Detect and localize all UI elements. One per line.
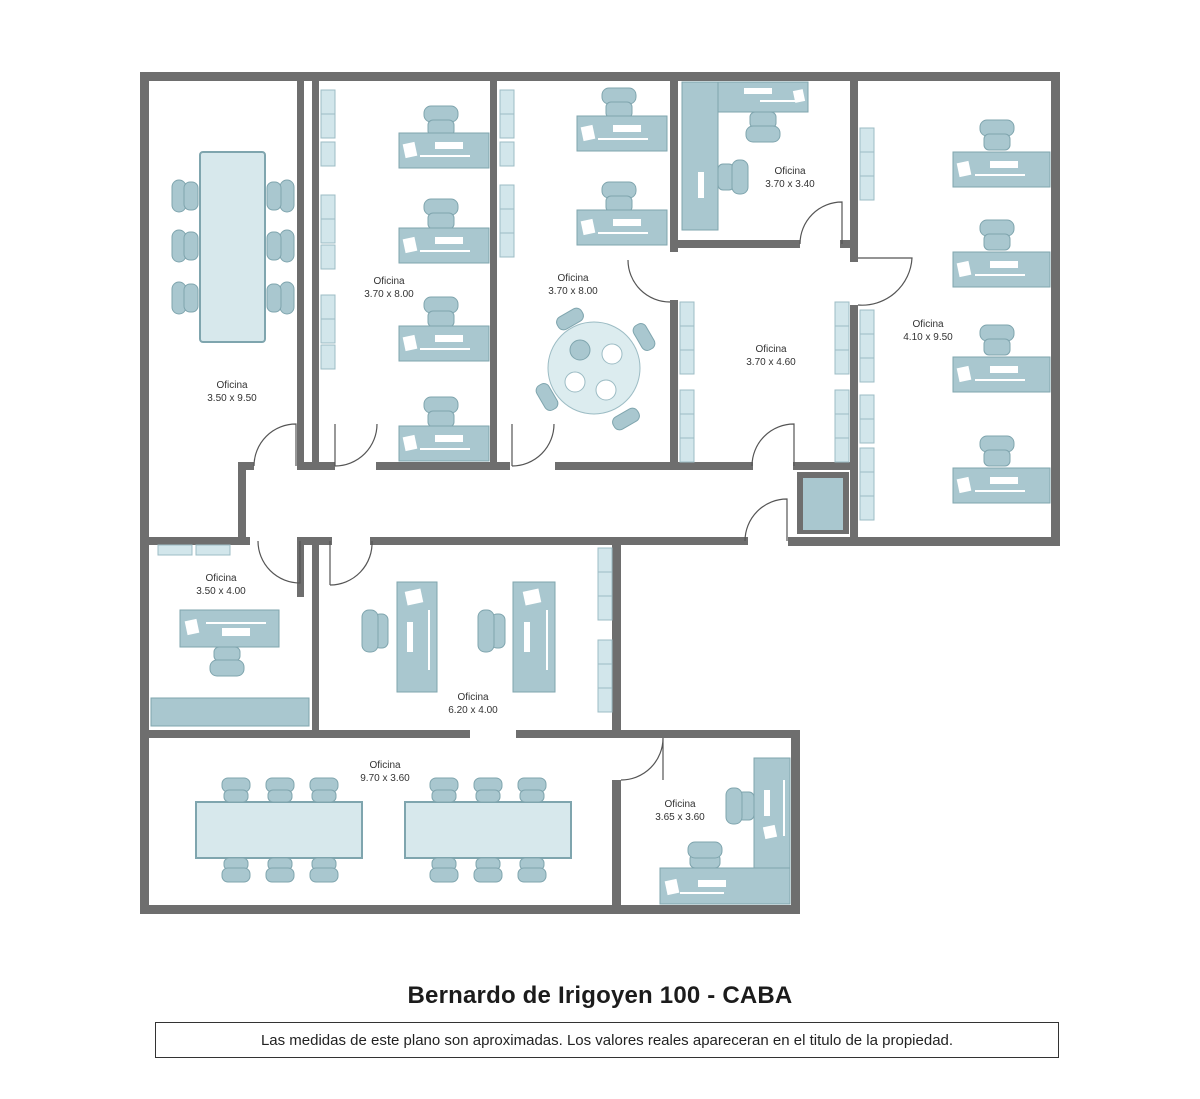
shelves [150,89,875,727]
room-label: Oficina [664,799,696,810]
disclaimer-note: Las medidas de este plano son aproximada… [155,1022,1059,1058]
room-size: 3.50 x 4.00 [196,586,246,597]
room-label: Oficina [216,380,248,391]
room-size: 3.70 x 4.60 [746,357,796,368]
room-label: Oficina [373,276,405,287]
doors [253,201,913,781]
walls [140,72,1060,914]
room-size: 3.70 x 8.00 [548,286,598,297]
room-size: 4.10 x 9.50 [903,332,953,343]
room-label: Oficina [205,573,237,584]
room-label: Oficina [755,344,787,355]
room-size: 6.20 x 4.00 [448,705,498,716]
room-label: Oficina [369,760,401,771]
room-labels: Oficina 3.50 x 9.50 Oficina 3.70 x 8.00 … [196,166,953,823]
room-label: Oficina [912,319,944,330]
room-label: Oficina [457,692,489,703]
room-size: 3.65 x 3.60 [655,812,705,823]
plan-title: Bernardo de Irigoyen 100 - CABA [407,982,793,1009]
floor-plan: Oficina 3.50 x 9.50 Oficina 3.70 x 8.00 … [140,72,1060,914]
room-label: Oficina [774,166,806,177]
room-size: 3.70 x 8.00 [364,289,414,300]
room-label: Oficina [557,273,589,284]
meeting-furniture [171,151,656,883]
room-size: 3.70 x 3.40 [765,179,815,190]
desks [179,81,1051,905]
room-size: 3.50 x 9.50 [207,393,257,404]
room-size: 9.70 x 3.60 [360,773,410,784]
